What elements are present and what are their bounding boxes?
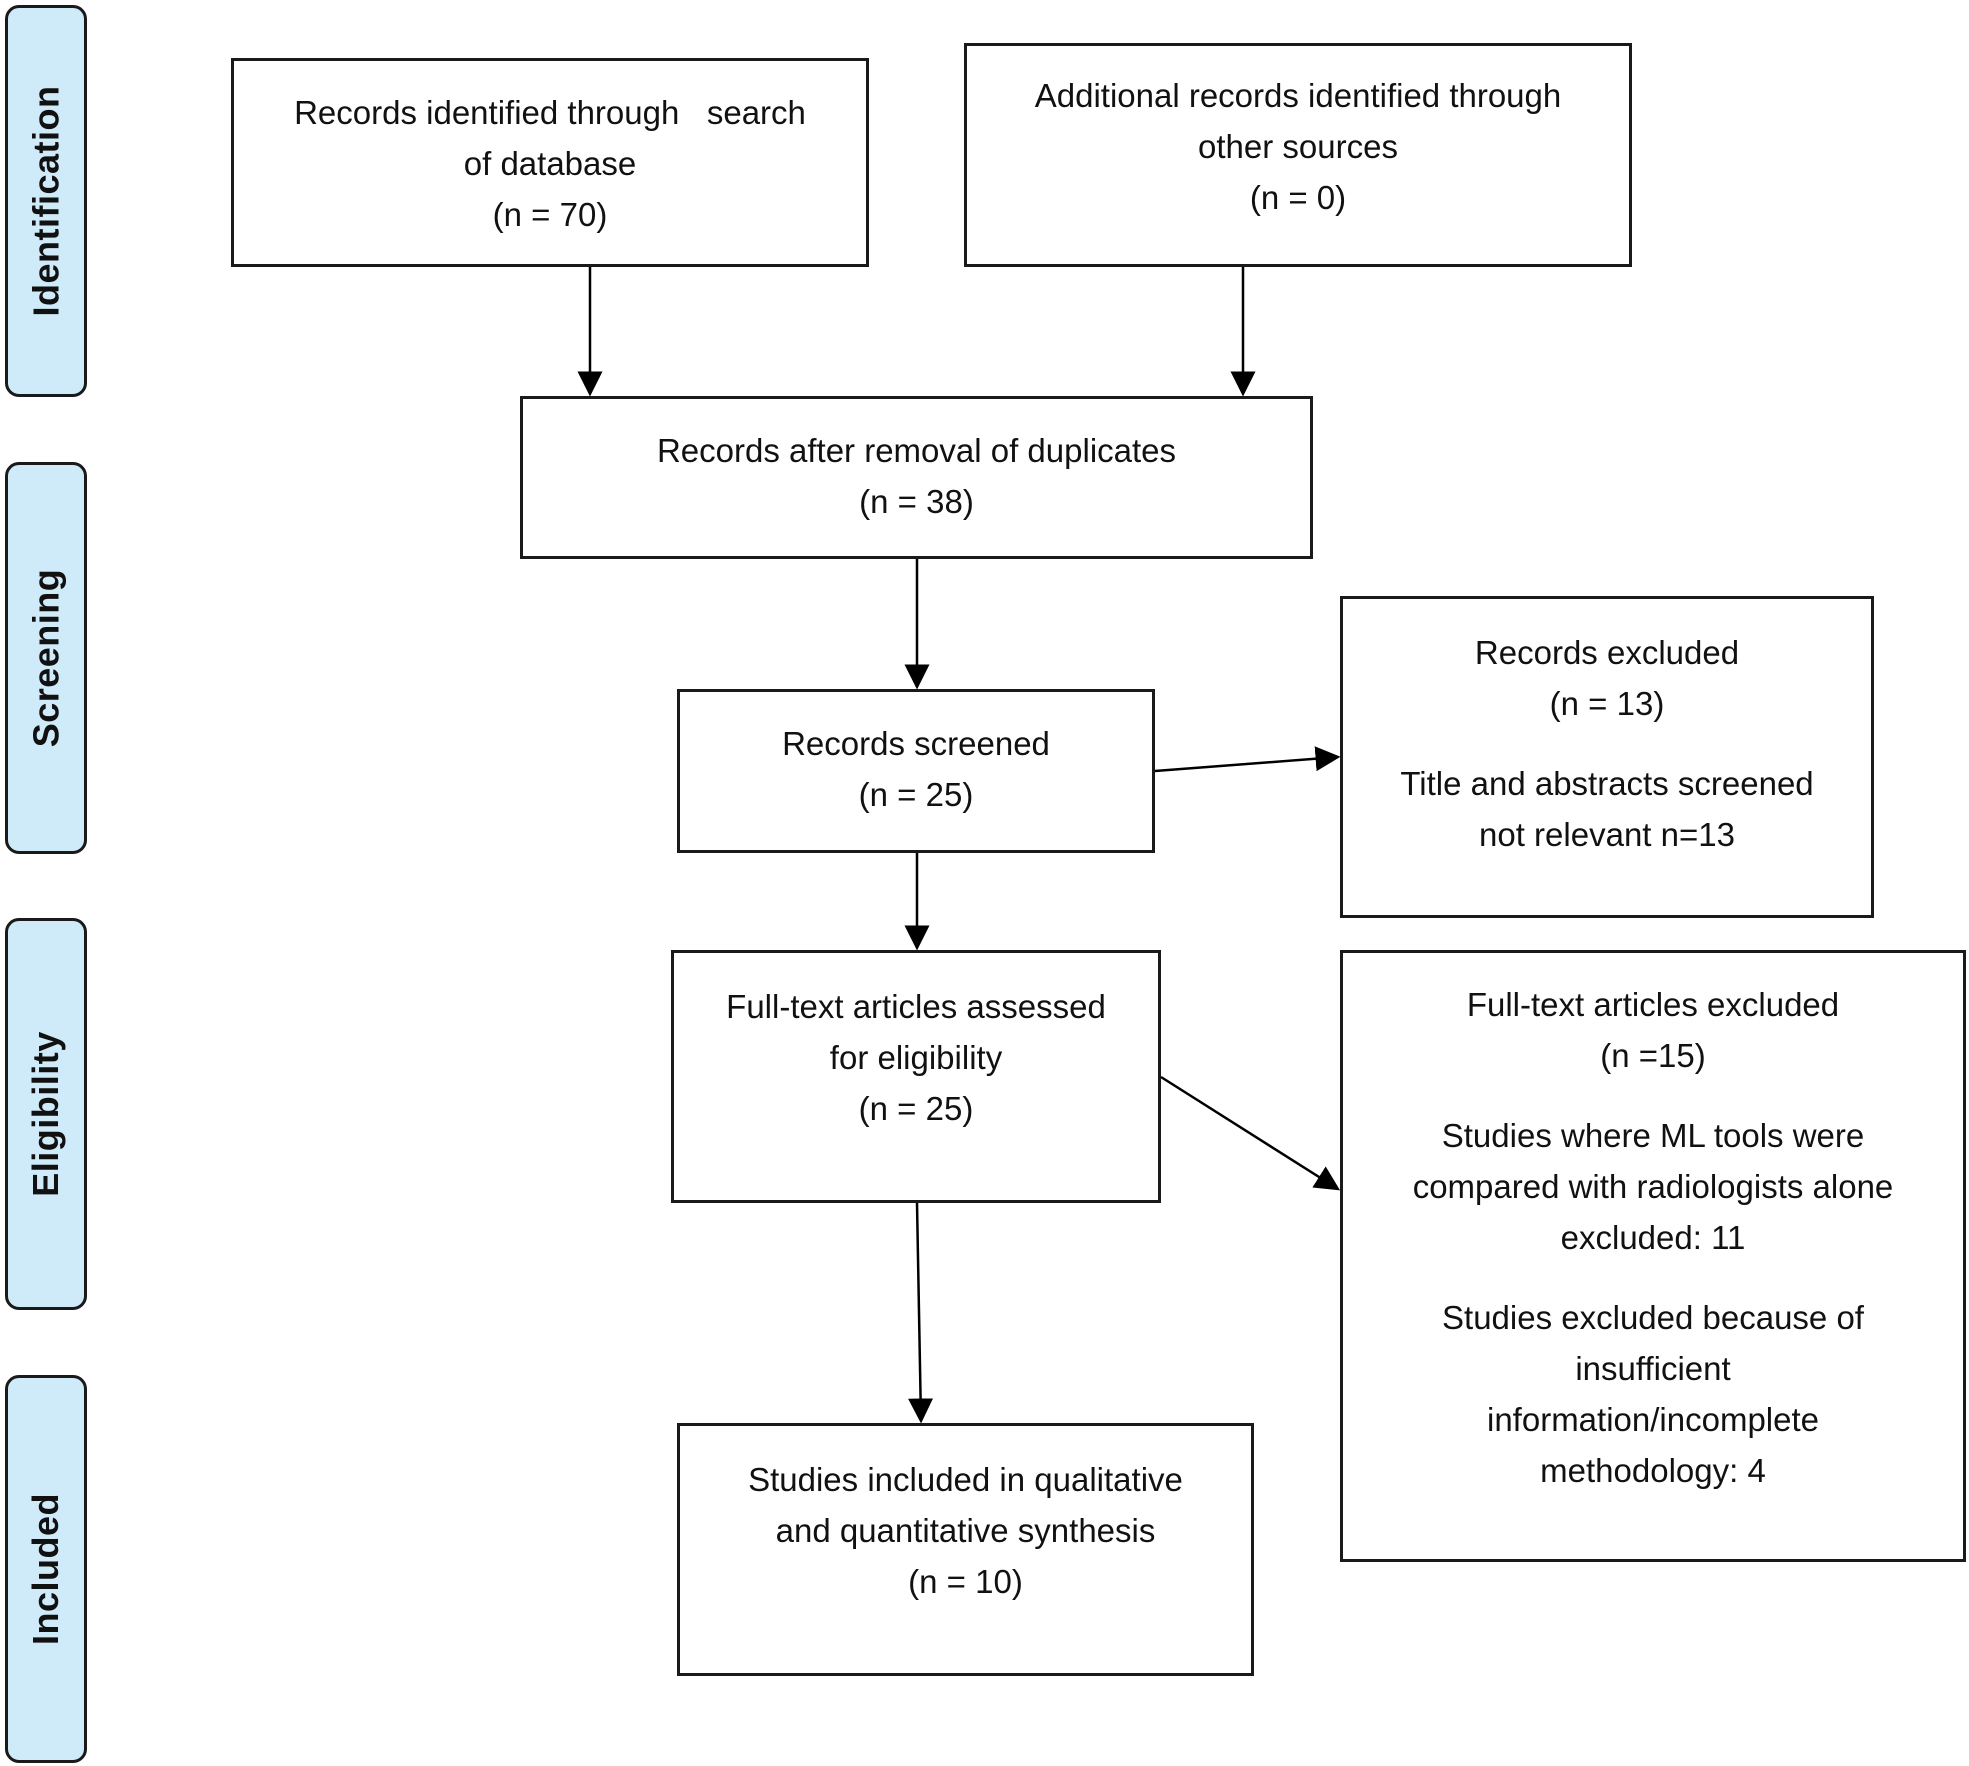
box-records-excluded-line1: Records excluded: [1474, 634, 1740, 671]
box-screened-line2: (n = 25): [858, 776, 974, 813]
box-database-search: Records identified through search of dat…: [231, 58, 869, 267]
box-other-sources: Additional records identified through ot…: [964, 43, 1632, 267]
box-included-studies-line2: and quantitative synthesis: [775, 1512, 1156, 1549]
box-other-sources-line3: (n = 0): [1249, 179, 1347, 216]
box-records-excluded-line4: not relevant n=13: [1479, 816, 1735, 853]
box-fulltext-excluded-line6: Studies excluded because of: [1442, 1299, 1864, 1336]
box-fulltext-excluded-line1: Full-text articles excluded: [1466, 986, 1840, 1023]
box-fulltext-excluded-line9: methodology: 4: [1540, 1452, 1766, 1489]
arrow-fulltext-to-excluded: [1160, 1075, 1341, 1191]
phase-identification-label: Identification: [25, 85, 66, 317]
box-after-duplicates-line2: (n = 38): [859, 483, 974, 520]
phase-included-label: Included: [25, 1492, 67, 1646]
box-fulltext-assessed: Full-text articles assessed for eligibil…: [671, 950, 1161, 1203]
box-fulltext-excluded-line2: (n =15): [1600, 1037, 1706, 1074]
arrow-screened-to-excluded: [1154, 746, 1341, 773]
box-fulltext-excluded-line3: Studies where ML tools were: [1441, 1117, 1865, 1154]
box-screened-line1: Records screened: [782, 725, 1050, 762]
box-included-studies-line1: Studies included in qualitative: [748, 1461, 1183, 1498]
box-fulltext-excluded: Full-text articles excluded (n =15) Stud…: [1340, 950, 1966, 1562]
box-after-duplicates-line1: Records after removal of duplicates: [656, 432, 1177, 469]
phase-eligibility: Eligibility: [5, 918, 87, 1310]
arrow-fulltext-to-included: [908, 1202, 934, 1424]
phase-eligibility-label: Eligibility: [25, 1031, 67, 1197]
phase-included: Included: [5, 1375, 87, 1763]
box-other-sources-line2: other sources: [1198, 128, 1398, 165]
box-after-duplicates: Records after removal of duplicates (n =…: [520, 396, 1313, 559]
box-screened: Records screened (n = 25): [677, 689, 1155, 853]
box-database-search-line2: of database: [463, 145, 637, 182]
box-database-search-line3: (n = 70): [492, 196, 608, 233]
box-fulltext-excluded-line4: compared with radiologists alone: [1412, 1168, 1894, 1205]
phase-screening-label: Screening: [25, 568, 66, 748]
box-fulltext-assessed-line3: (n = 25): [858, 1090, 974, 1127]
box-included-studies-line3: (n = 10): [908, 1563, 1023, 1600]
box-fulltext-assessed-line1: Full-text articles assessed: [726, 988, 1106, 1025]
box-fulltext-excluded-line8: information/incomplete: [1487, 1401, 1819, 1438]
box-database-search-line1: Records identified through search: [294, 94, 806, 131]
box-records-excluded: Records excluded (n = 13) Title and abst…: [1340, 596, 1874, 918]
box-records-excluded-line2: (n = 13): [1549, 685, 1665, 722]
box-records-excluded-line3: Title and abstracts screened: [1400, 765, 1814, 802]
box-fulltext-excluded-line7: insufficient: [1575, 1350, 1731, 1387]
box-other-sources-line1: Additional records identified through: [1034, 77, 1562, 114]
phase-identification: Identification: [5, 5, 87, 397]
box-fulltext-assessed-line2: for eligibility: [829, 1039, 1003, 1076]
phase-screening: Screening: [5, 462, 87, 854]
box-fulltext-excluded-line5: excluded: 11: [1560, 1219, 1746, 1256]
box-included-studies: Studies included in qualitative and quan…: [677, 1423, 1254, 1676]
